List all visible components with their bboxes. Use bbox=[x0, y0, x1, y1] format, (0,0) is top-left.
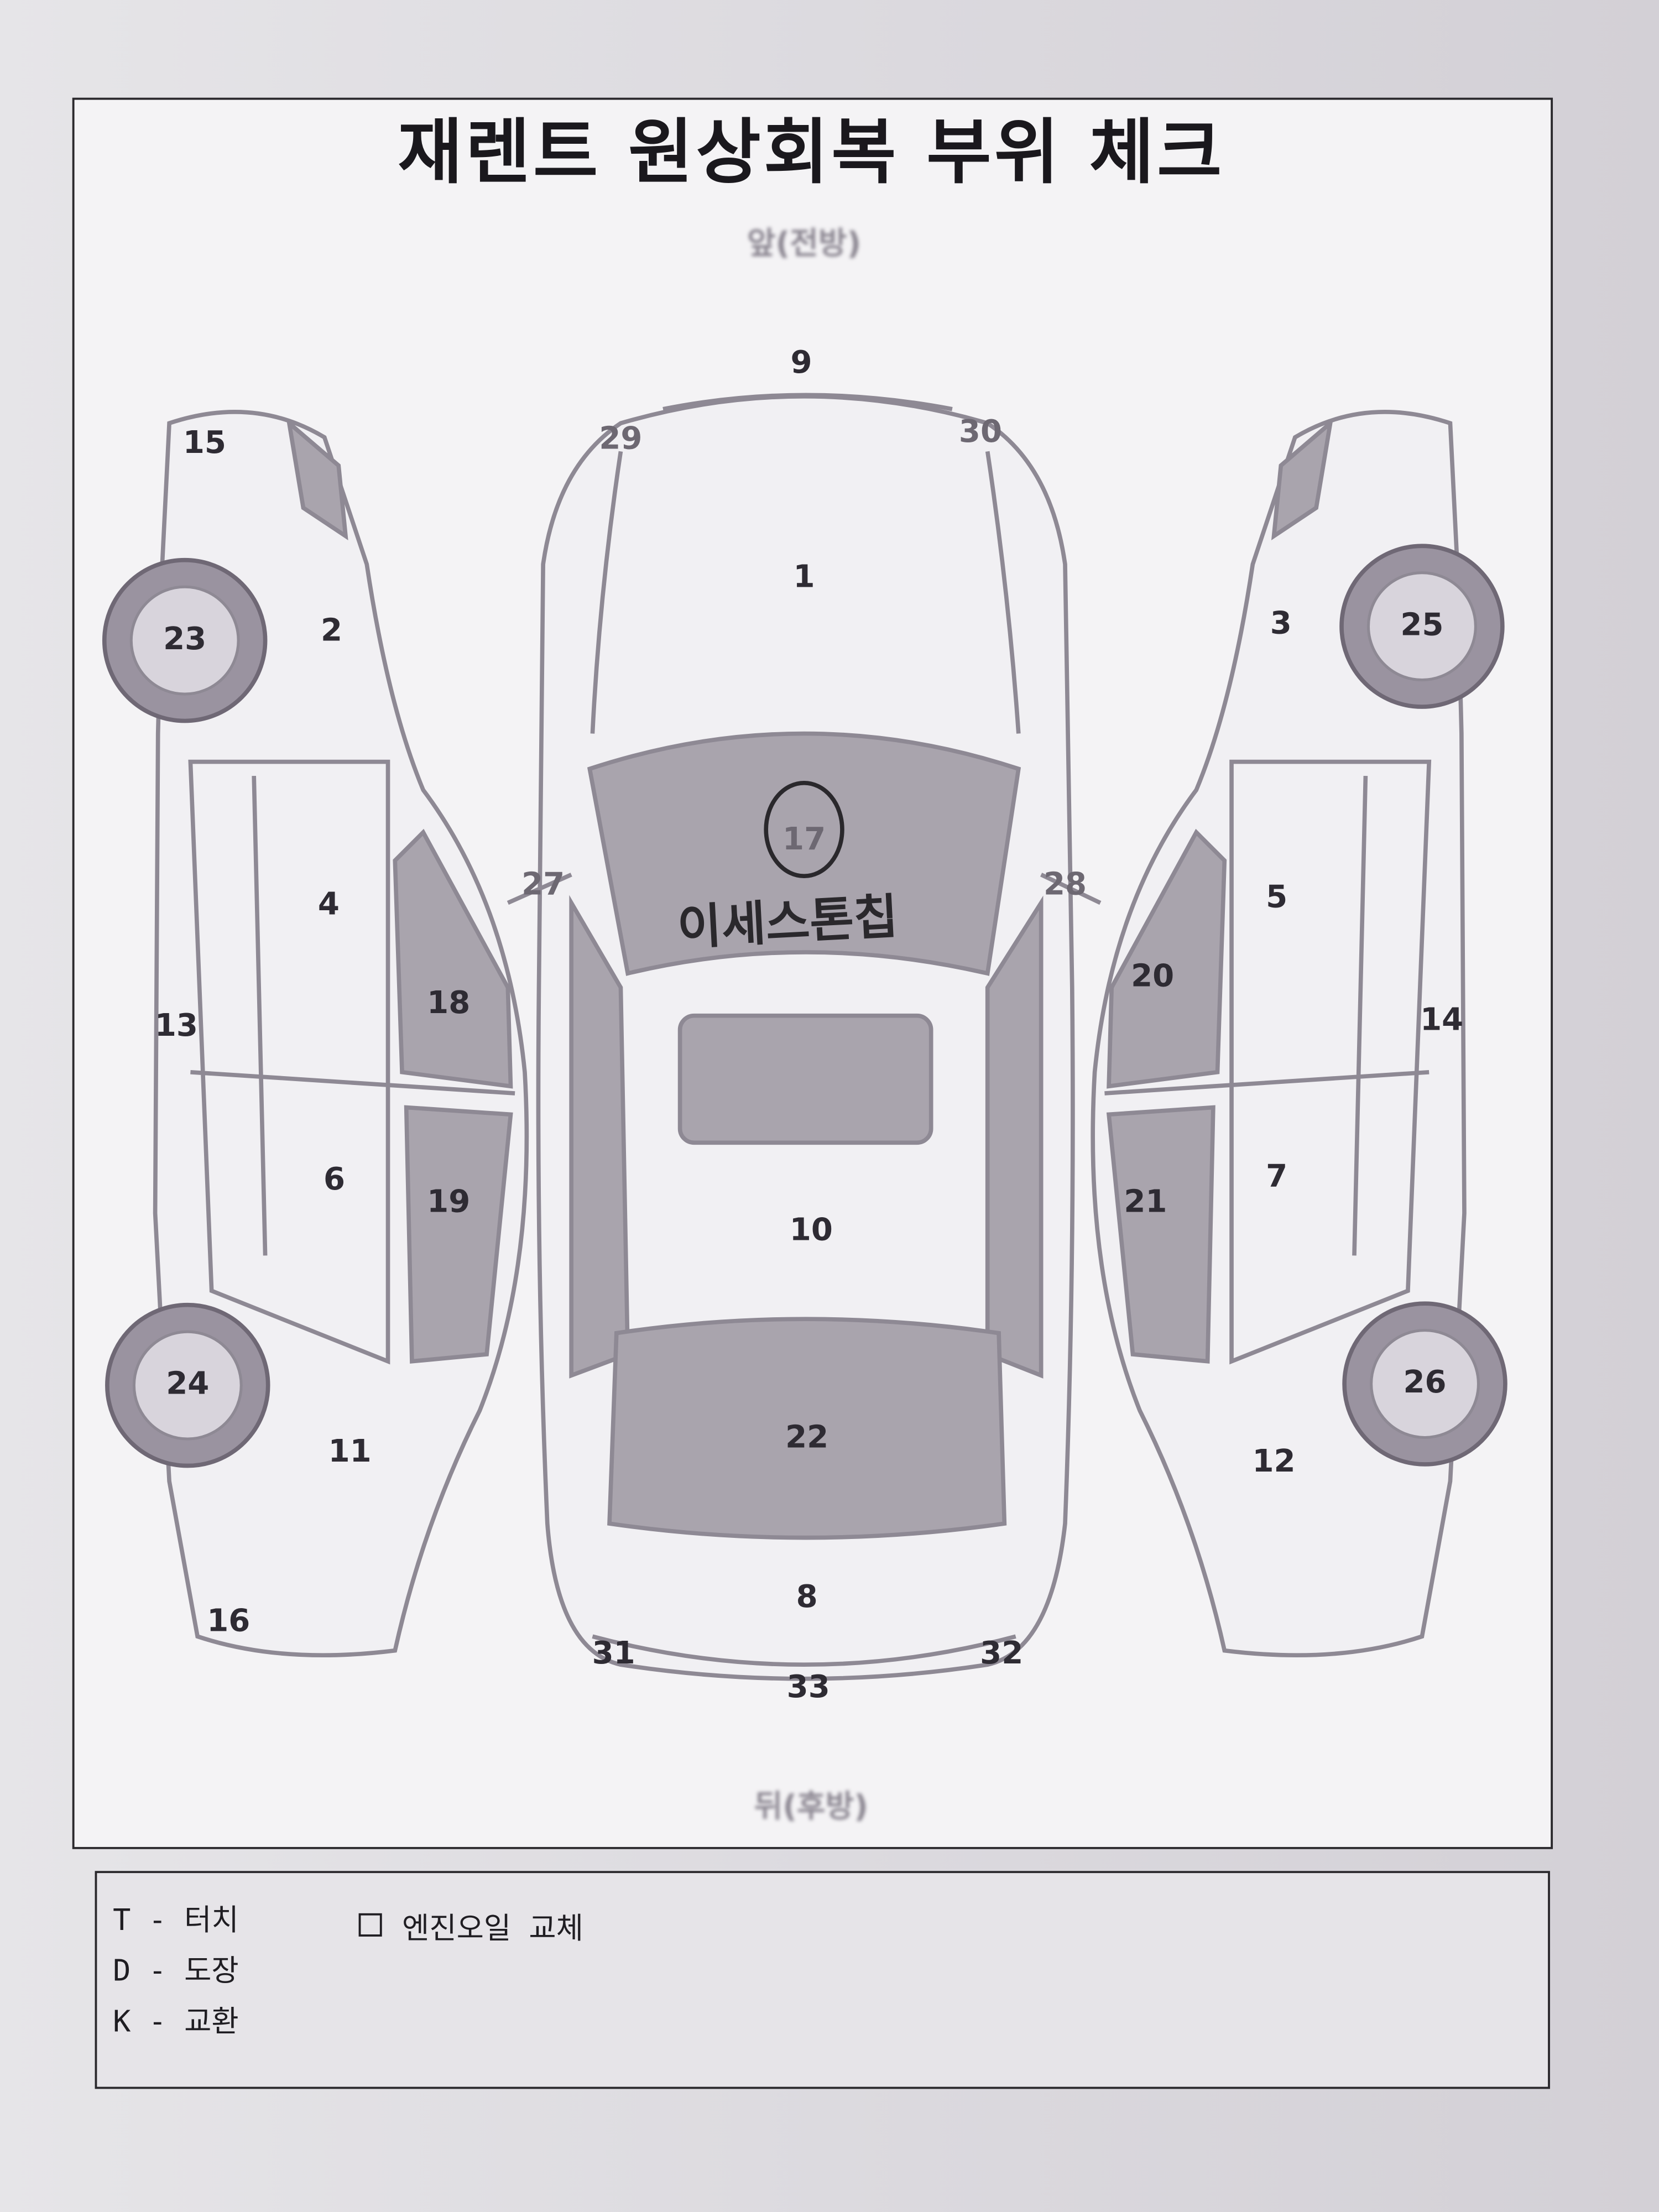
page-title: 재렌트 원상회복 부위 체크 bbox=[398, 112, 1224, 194]
part-1[interactable]: 1 bbox=[794, 559, 815, 595]
part-2[interactable]: 2 bbox=[321, 612, 342, 648]
part-10[interactable]: 10 bbox=[790, 1212, 833, 1248]
part-25[interactable]: 25 bbox=[1400, 607, 1443, 643]
car-right-side bbox=[1091, 410, 1507, 1658]
part-14[interactable]: 14 bbox=[1420, 1002, 1463, 1038]
part-6[interactable]: 6 bbox=[324, 1161, 345, 1197]
part-16[interactable]: 16 bbox=[207, 1603, 250, 1639]
legend-paint: D - 도장 bbox=[113, 1953, 239, 1988]
part-33[interactable]: 33 bbox=[787, 1669, 830, 1705]
part-11[interactable]: 11 bbox=[328, 1433, 372, 1469]
part-17[interactable]: 17 bbox=[782, 821, 826, 857]
part-22[interactable]: 22 bbox=[785, 1420, 828, 1455]
rear-label: 뒤(후방) bbox=[754, 1789, 868, 1825]
part-4[interactable]: 4 bbox=[318, 886, 340, 922]
legend-replace: K - 교환 bbox=[113, 2004, 239, 2038]
handwritten-note: 이세스톤칩 bbox=[676, 889, 900, 956]
part-7[interactable]: 7 bbox=[1266, 1159, 1287, 1194]
part-26[interactable]: 26 bbox=[1403, 1364, 1446, 1400]
legend-touch: T - 터치 bbox=[113, 1902, 239, 1937]
windshield bbox=[587, 731, 1021, 976]
part-labels: 9 29 30 1 15 2 23 3 25 17 27 28 4 5 18 2… bbox=[155, 345, 1463, 1705]
engine-oil-label: 엔진오일 교체 bbox=[402, 1911, 583, 1945]
part-27[interactable]: 27 bbox=[521, 867, 565, 902]
legend-frame bbox=[95, 1871, 1550, 2089]
part-12[interactable]: 12 bbox=[1253, 1443, 1296, 1479]
rear-window bbox=[607, 1317, 1007, 1540]
part-32[interactable]: 32 bbox=[980, 1635, 1023, 1671]
handwritten-circle-mark bbox=[764, 780, 844, 879]
part-19[interactable]: 19 bbox=[427, 1184, 470, 1220]
part-9[interactable]: 9 bbox=[790, 345, 812, 380]
sunroof bbox=[677, 1013, 933, 1145]
part-5[interactable]: 5 bbox=[1266, 879, 1287, 915]
part-21[interactable]: 21 bbox=[1124, 1184, 1167, 1220]
part-18[interactable]: 18 bbox=[427, 985, 470, 1021]
part-20[interactable]: 20 bbox=[1131, 958, 1174, 994]
part-30[interactable]: 30 bbox=[959, 414, 1002, 450]
part-28[interactable]: 28 bbox=[1044, 867, 1087, 902]
car-top-view bbox=[507, 393, 1102, 1681]
engine-oil-checkbox[interactable] bbox=[358, 1913, 382, 1937]
part-13[interactable]: 13 bbox=[155, 1008, 198, 1044]
front-label: 앞(전방) bbox=[747, 226, 861, 262]
car-left-side bbox=[102, 410, 529, 1658]
part-24[interactable]: 24 bbox=[166, 1366, 209, 1402]
part-3[interactable]: 3 bbox=[1270, 606, 1292, 641]
part-29[interactable]: 29 bbox=[599, 421, 642, 457]
part-23[interactable]: 23 bbox=[163, 621, 206, 657]
part-8[interactable]: 8 bbox=[796, 1579, 818, 1615]
part-15[interactable]: 15 bbox=[183, 425, 226, 461]
part-31[interactable]: 31 bbox=[592, 1635, 635, 1671]
